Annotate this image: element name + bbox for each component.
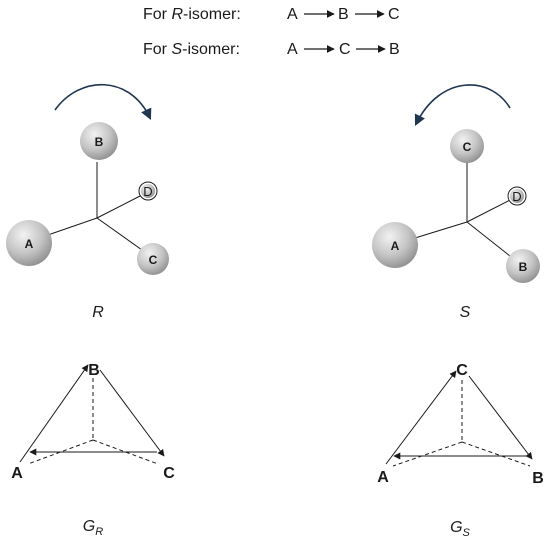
counterclockwise-rotation-arrow-icon [414, 84, 511, 127]
atom-s-bottom-label: B [519, 260, 528, 274]
atom-r-left-label: A [25, 237, 34, 251]
bond-s-left [414, 221, 468, 239]
graph-s-node-top: C [456, 362, 468, 379]
atom-s-left-label: A [391, 239, 400, 253]
atom-r-top-label: B [95, 135, 104, 149]
caption-r: R [92, 304, 104, 321]
rule-s-seq-1: A [287, 41, 298, 58]
rule-r-label: For R-isomer: [143, 6, 241, 23]
atom-s-small-inner [510, 189, 524, 203]
atom-s-top-label: C [463, 140, 472, 154]
atom-r-bottom-label: C [149, 253, 158, 267]
graph-r-edge-top-right [99, 369, 165, 457]
graph-s-dash-left [392, 441, 463, 467]
bond-r-left [44, 217, 98, 237]
molecule-r: B A C D R [6, 83, 169, 321]
graph-r-node-top: B [88, 362, 100, 379]
molecule-s: C A B D S [372, 84, 540, 321]
caption-gs: GS [450, 519, 470, 539]
atom-s-small-label: D [512, 189, 521, 204]
graph-r: B A C GR [11, 362, 175, 538]
bond-r-bottom [96, 217, 143, 251]
graph-s-dash-right [461, 441, 531, 467]
clockwise-rotation-arrow-icon [54, 83, 152, 121]
graph-r-node-right: C [163, 465, 175, 482]
rule-s-isomer: For S-isomer: A C B [143, 41, 400, 58]
graph-s-node-left: A [377, 469, 389, 486]
graph-s-edge-top-right [468, 375, 533, 460]
atom-r-bottom [137, 243, 169, 275]
atom-s-bottom [506, 249, 540, 283]
caption-s: S [460, 304, 471, 321]
graph-s-node-right: B [532, 470, 544, 487]
atom-s-left [372, 222, 418, 268]
rule-s-seq-3: B [389, 41, 400, 58]
rule-s-seq-2: C [339, 41, 351, 58]
rule-r-seq-1: A [287, 6, 298, 23]
rule-r-seq-3: C [388, 6, 400, 23]
atom-r-small-inner [141, 184, 155, 198]
graph-r-node-left: A [11, 465, 23, 482]
rule-r-seq-2: B [338, 6, 349, 23]
graph-s: C A B GS [377, 362, 544, 539]
atom-r-top [80, 122, 118, 160]
bond-r-small [96, 195, 141, 219]
rule-s-label: For S-isomer: [143, 41, 240, 58]
graph-r-dash-left [27, 439, 94, 465]
graph-s-edge-a-top [385, 370, 457, 465]
bond-s-bottom [466, 221, 511, 257]
graph-r-dash-right [92, 439, 159, 465]
graph-r-edge-a-top [19, 364, 89, 463]
atom-r-left [6, 220, 52, 266]
bond-s-small [466, 199, 511, 223]
atom-r-small-label: D [143, 184, 152, 199]
atom-s-top [450, 129, 484, 163]
rule-r-isomer: For R-isomer: A B C [143, 6, 400, 23]
caption-gr: GR [83, 518, 103, 538]
